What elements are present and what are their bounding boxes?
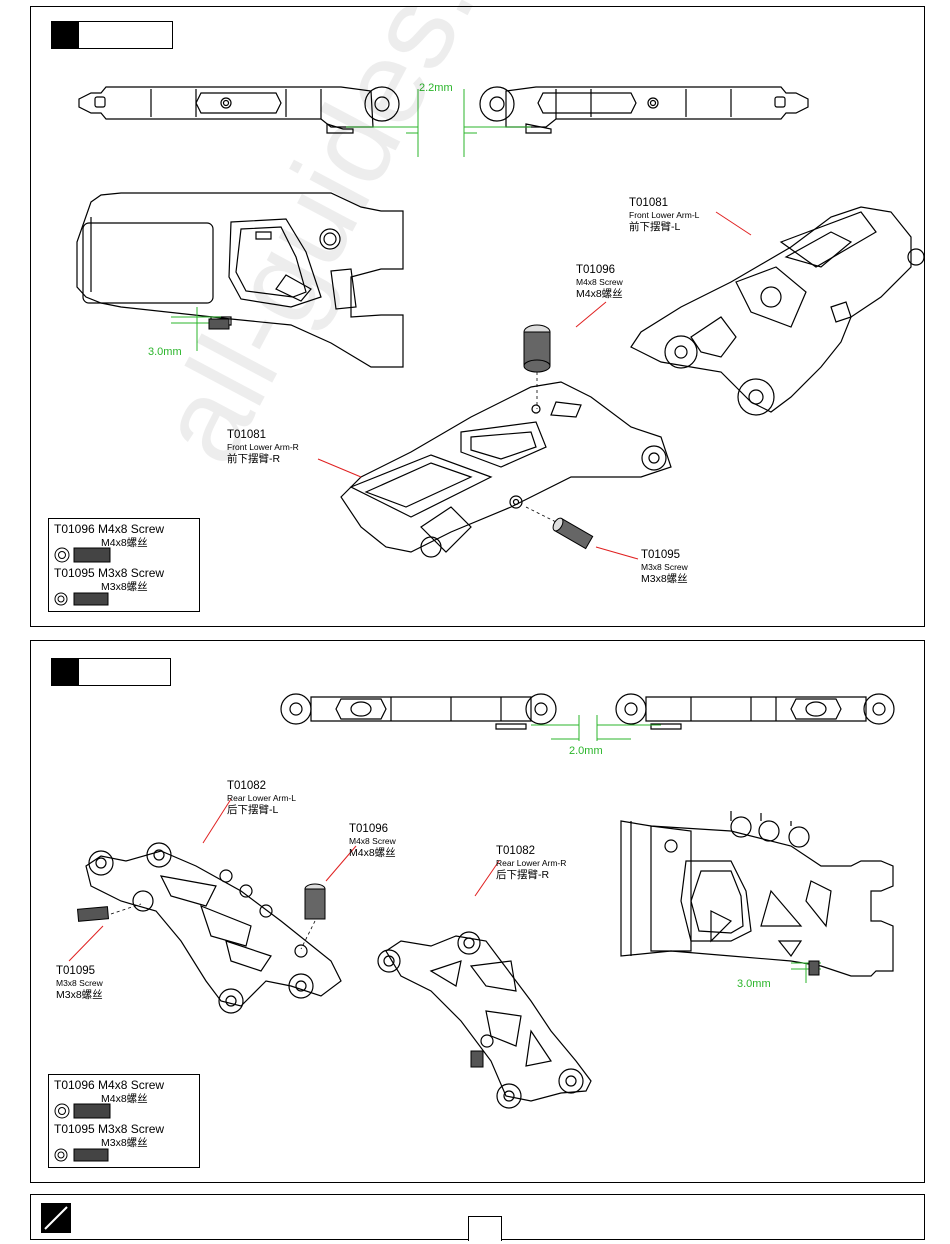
step-1-panel: 2.2mm 3.0mm T01081 Front Lower Arm-L 前下摆… — [30, 6, 925, 627]
part-name-cn-label: 后下摆臂-L — [227, 804, 279, 816]
step-number-block — [52, 22, 79, 48]
dimension-2-0mm: 2.0mm — [569, 745, 603, 757]
legend-m3-cn: M3x8螺丝 — [101, 581, 148, 593]
screw-name-cn-label: M3x8螺丝 — [641, 573, 688, 585]
screw-name-cn-label: M3x8螺丝 — [56, 989, 103, 1001]
screw-code-label: T01096 — [349, 823, 389, 835]
part-name-en-label: Front Lower Arm-R — [227, 442, 299, 452]
part-code-label: T01082 — [496, 845, 536, 857]
part-code-label: T01081 — [629, 197, 669, 209]
rear-arms-drawing — [68, 693, 895, 1109]
legend-m3-line: T01095 M3x8 Screw — [54, 566, 165, 580]
part-name-cn-label: 前下摆臂-L — [629, 221, 681, 233]
dimension-2-2mm: 2.2mm — [419, 82, 453, 94]
screw-code-label: T01095 — [641, 549, 681, 561]
legend-m4-cn: M4x8螺丝 — [101, 1093, 148, 1105]
m3-screw-icon — [54, 1148, 109, 1162]
screw-code-label: T01096 — [576, 264, 616, 276]
part-code-label: T01082 — [227, 780, 267, 792]
hardware-legend: T01096 M4x8 Screw M4x8螺丝 T01095 M3x8 Scr… — [48, 1074, 200, 1168]
hardware-legend: T01096 M4x8 Screw M4x8螺丝 T01095 M3x8 Scr… — [48, 518, 200, 612]
front-arms-top-view-drawing — [76, 86, 925, 560]
legend-m4-line: T01096 M4x8 Screw — [54, 1078, 165, 1092]
step-number-box — [51, 658, 171, 686]
part-name-en-label: Front Lower Arm-L — [629, 210, 700, 220]
step-number-block — [52, 659, 79, 685]
legend-m3-cn: M3x8螺丝 — [101, 1137, 148, 1149]
screw-name-en-label: M4x8 Screw — [576, 277, 623, 287]
screw-name-en-label: M4x8 Screw — [349, 836, 396, 846]
part-name-en-label: Rear Lower Arm-L — [227, 793, 296, 803]
part-code-label: T01081 — [227, 429, 267, 441]
dimension-3-0mm: 3.0mm — [148, 346, 182, 358]
screw-name-en-label: M3x8 Screw — [641, 562, 688, 572]
page-number-box — [468, 1216, 502, 1241]
step-2-panel: 2.0mm 3.0mm T01082 Rear Lower Arm-L 后下摆臂… — [30, 640, 925, 1183]
legend-m3-line: T01095 M3x8 Screw — [54, 1122, 165, 1136]
m3-screw-icon — [54, 592, 109, 606]
m4-screw-icon — [54, 547, 111, 563]
dimension-3-0mm: 3.0mm — [737, 978, 771, 990]
brand-logo-icon — [41, 1203, 71, 1233]
step-number-box — [51, 21, 173, 49]
part-name-en-label: Rear Lower Arm-R — [496, 858, 567, 868]
part-name-cn-label: 后下摆臂-R — [496, 869, 550, 881]
page-footer — [30, 1194, 925, 1241]
screw-code-label: T01095 — [56, 965, 96, 977]
screw-name-en-label: M3x8 Screw — [56, 978, 103, 988]
m4-screw-icon — [54, 1103, 111, 1119]
screw-name-cn-label: M4x8螺丝 — [349, 847, 396, 859]
legend-m4-cn: M4x8螺丝 — [101, 537, 148, 549]
screw-name-cn-label: M4x8螺丝 — [576, 288, 623, 300]
part-name-cn-label: 前下摆臂-R — [227, 453, 281, 465]
legend-m4-line: T01096 M4x8 Screw — [54, 522, 165, 536]
